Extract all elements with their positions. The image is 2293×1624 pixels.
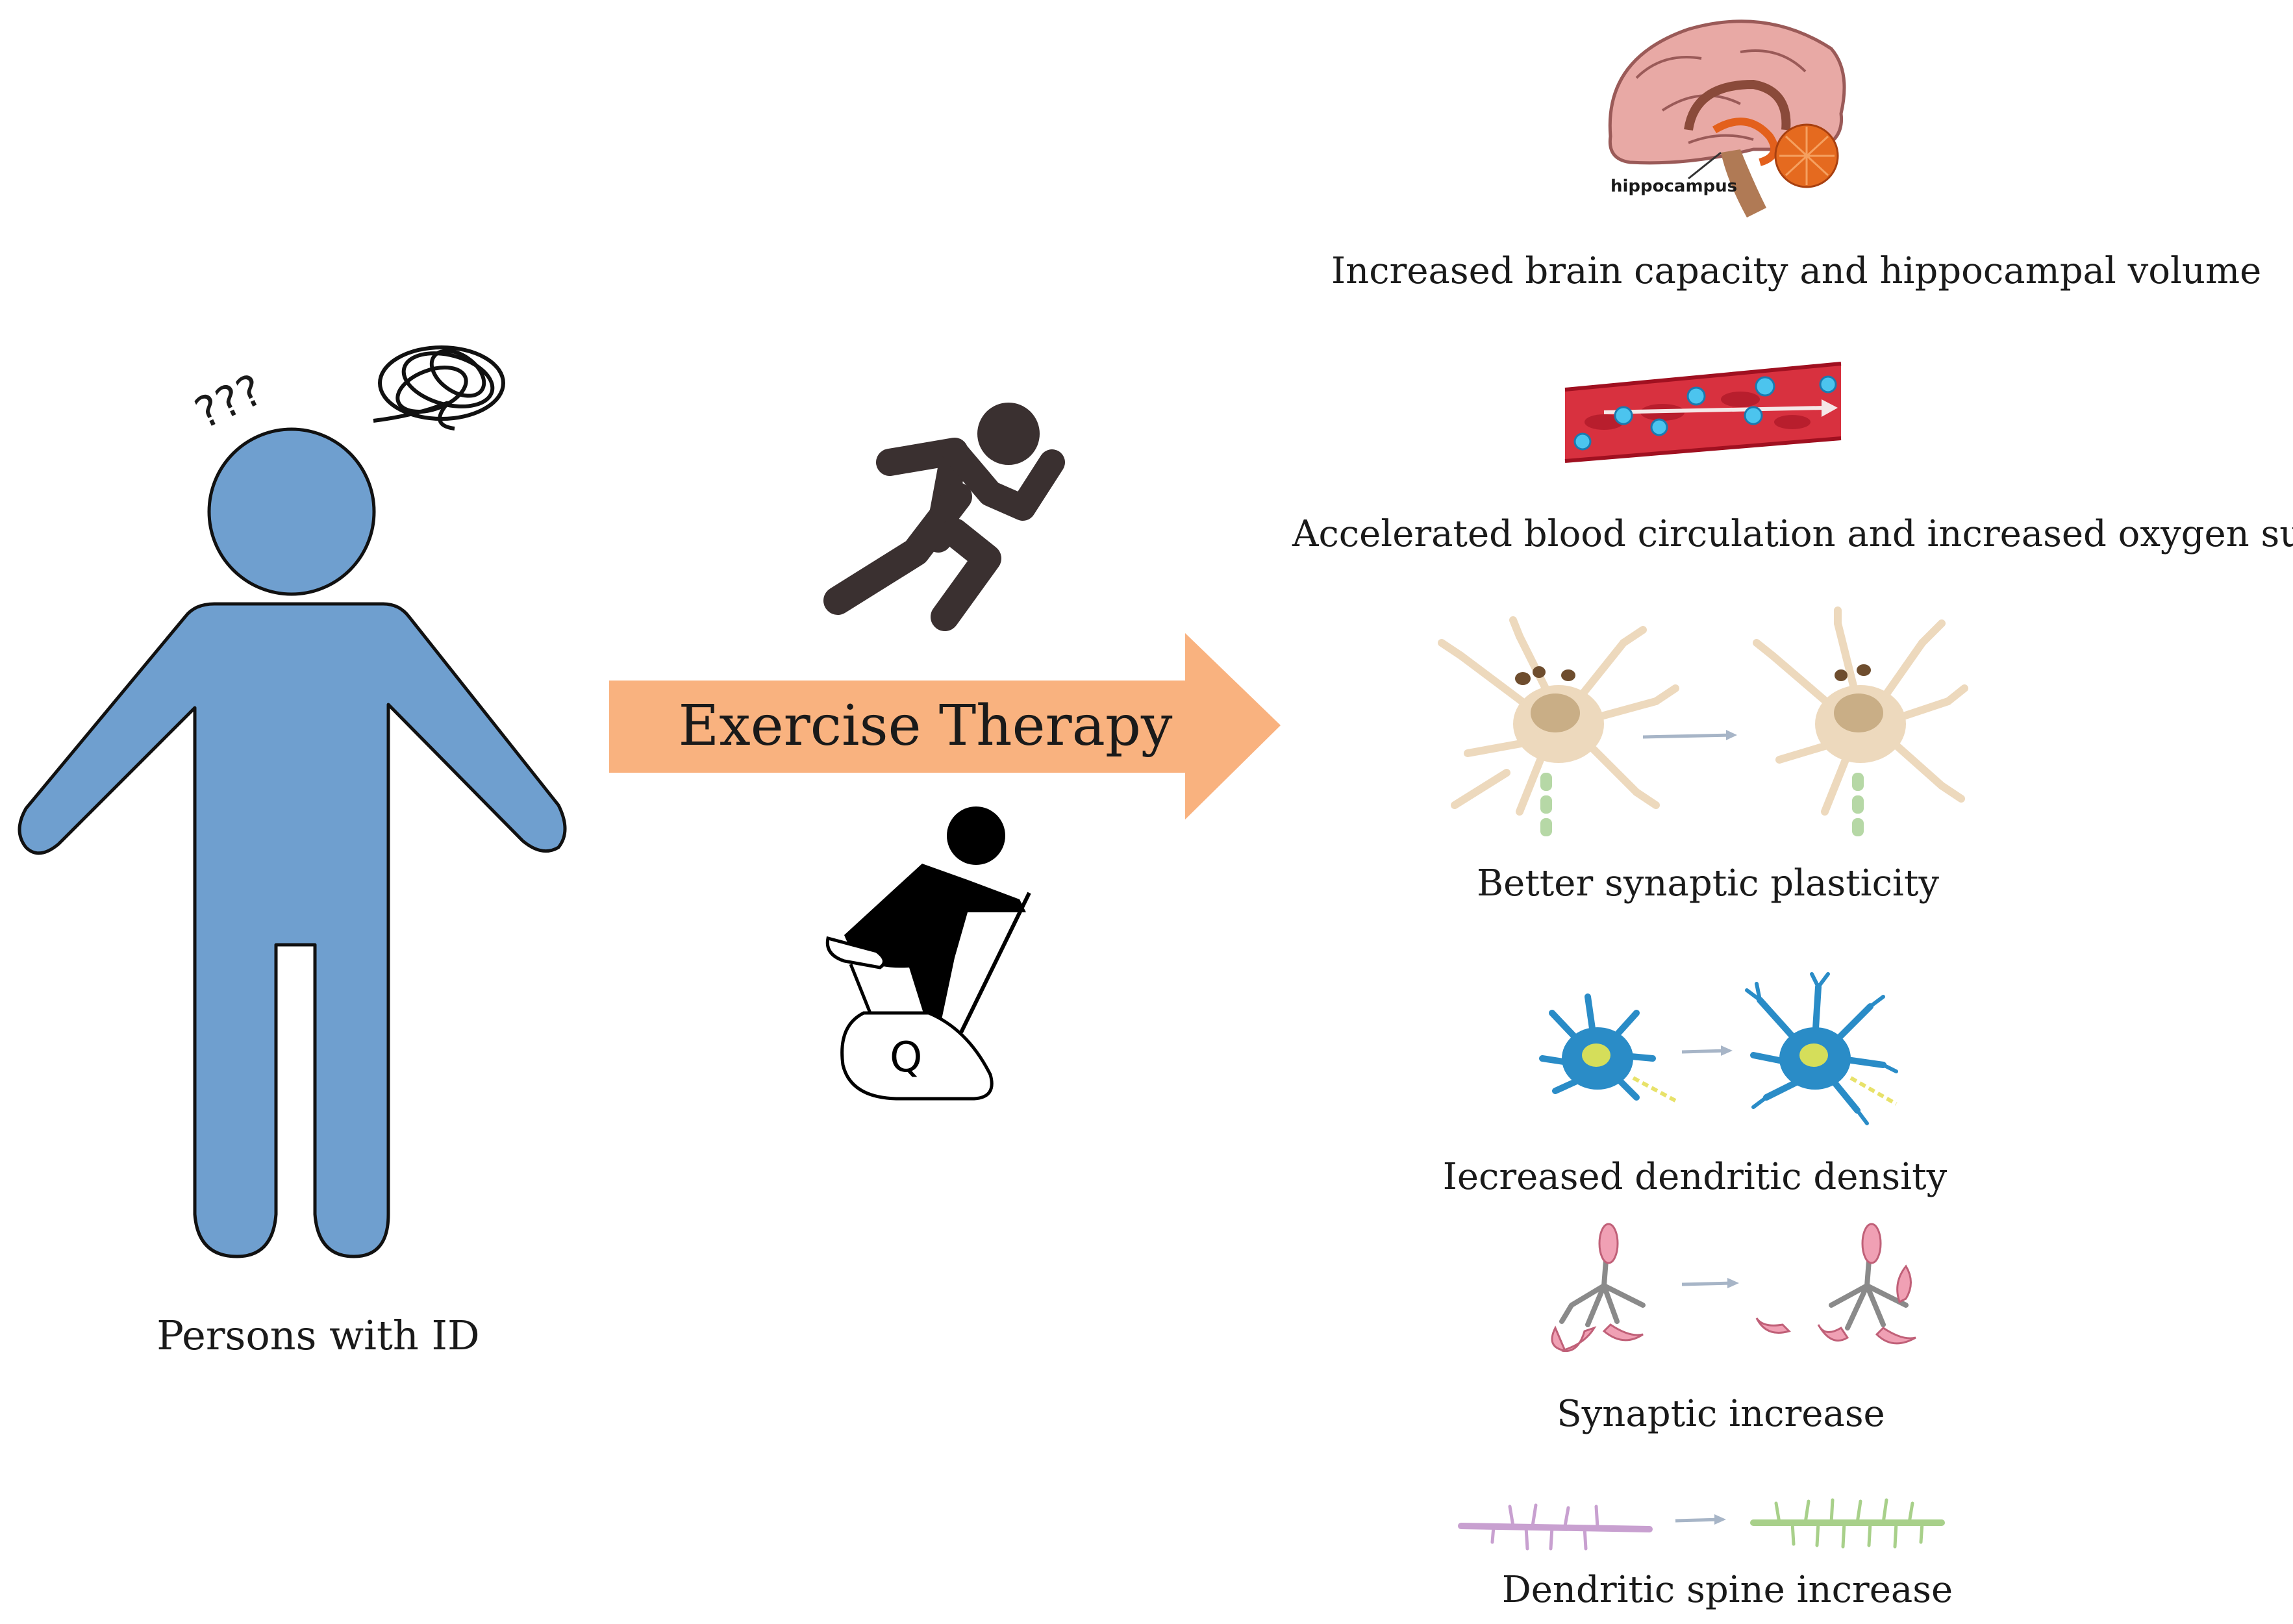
person-head bbox=[207, 427, 376, 596]
outcome-spine-label: Dendritic spine increase bbox=[1501, 1569, 1953, 1611]
outcome-plasticity-label: Better synaptic plasticity bbox=[1477, 862, 1939, 905]
person-label: Persons with ID bbox=[157, 1312, 480, 1359]
outcome-density-label: Iecreased dendritic density bbox=[1442, 1156, 1948, 1198]
outcome-blood-label: Accelerated blood circulation and increa… bbox=[1292, 513, 2293, 555]
outcome-brain-label: Increased brain capacity and hippocampal… bbox=[1331, 250, 2262, 292]
scribble-icon bbox=[373, 345, 505, 431]
person-body bbox=[18, 602, 567, 1258]
therapy-label: Exercise Therapy bbox=[678, 693, 1173, 758]
svg-text:Q: Q bbox=[890, 1034, 922, 1082]
outcome-synaptic-label: Synaptic increase bbox=[1557, 1393, 1885, 1435]
